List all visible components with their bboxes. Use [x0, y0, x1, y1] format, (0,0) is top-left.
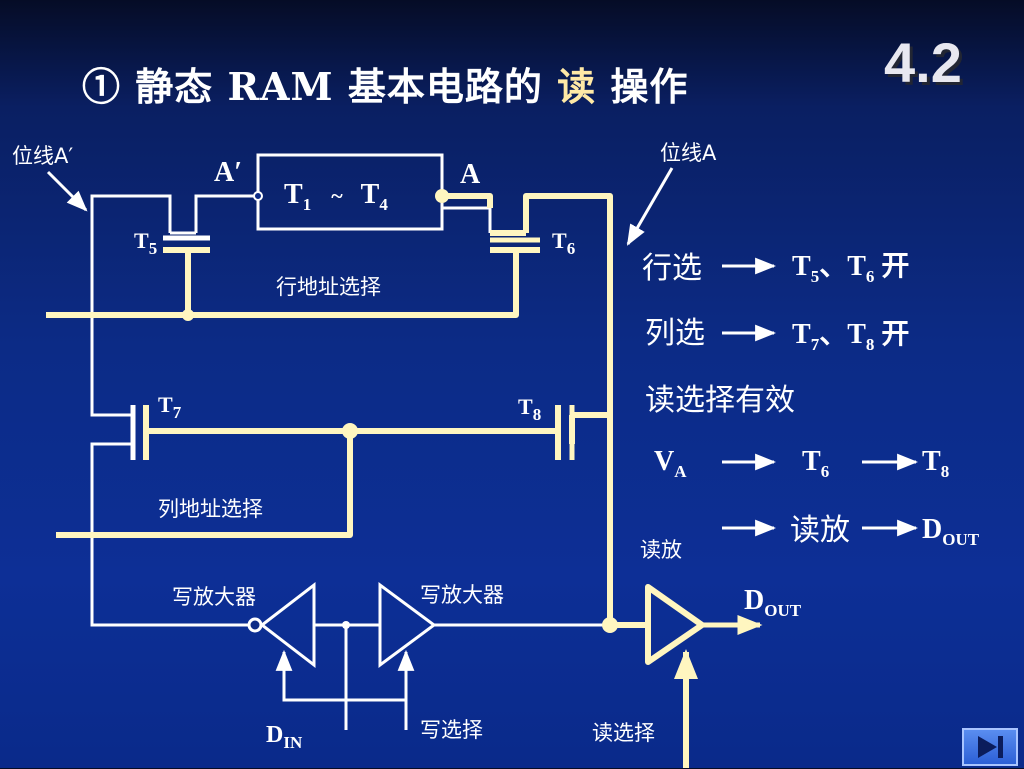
svg-text:读放: 读放: [640, 538, 682, 562]
svg-text:写放大器: 写放大器: [172, 585, 256, 609]
active-bus-down: [607, 415, 648, 628]
step-dout: DOUT: [922, 514, 980, 549]
step-row-select: 行选: [642, 251, 702, 286]
junction-bus: [602, 617, 618, 633]
label-write-amp-right: 写放大器: [420, 583, 504, 607]
label-node-a: A: [460, 159, 481, 190]
label-dout: DOUT: [744, 585, 802, 620]
svg-text:读选择有效: 读选择有效: [645, 383, 795, 418]
page-title: ① 静态 RAM 基本电路的 读 操作: [82, 56, 688, 111]
junction-a: [435, 189, 449, 203]
label-bitline-a: 位线A: [660, 141, 717, 165]
junction-row: [182, 309, 194, 321]
junction-din: [342, 621, 350, 629]
step-flow-t6: T6: [802, 446, 829, 481]
step-t5-t6-on: T5、T6 开: [792, 251, 909, 286]
node-a-prime-dot: [253, 191, 263, 201]
title-highlight: 读: [557, 64, 597, 109]
title-text-after: 操作: [610, 64, 689, 109]
transistor-t6: [490, 230, 540, 253]
transistor-t5: [163, 231, 210, 253]
svg-text:读选择: 读选择: [592, 721, 655, 745]
active-bitline-a: [523, 193, 613, 418]
svg-text:位线A′: 位线A′: [12, 144, 73, 168]
step-read-amp: 读放: [790, 513, 850, 548]
label-cell: T1~T4: [284, 179, 388, 214]
title-circled-number: ①: [82, 64, 122, 109]
step-read-select-valid: 读选择有效: [645, 383, 795, 418]
next-slide-button[interactable]: [962, 728, 1018, 766]
label-t7: T7: [158, 392, 182, 422]
label-node-a-prime: A′: [214, 157, 242, 188]
label-t6: T6: [552, 228, 575, 258]
label-write-amp-left: 写放大器: [172, 585, 256, 609]
label-read-amp: 读放: [640, 538, 682, 562]
bitline-a-prime-wire: [90, 194, 172, 417]
cell-to-t5: [194, 194, 258, 233]
label-t5: T5: [134, 228, 157, 258]
svg-text:列选: 列选: [645, 316, 705, 351]
transistor-t8: [555, 405, 575, 460]
column-address-drop: [56, 431, 353, 538]
write-amplifier-right: [378, 582, 437, 700]
bitline-a-prime-arrow: [46, 170, 88, 212]
svg-text:读放: 读放: [790, 513, 850, 548]
t6-to-row-line: [442, 206, 492, 233]
label-din: DIN: [266, 722, 303, 752]
svg-text:A: A: [460, 159, 481, 190]
read-amplifier: [645, 584, 763, 665]
section-number: 4.2: [884, 31, 962, 94]
svg-text:写选择: 写选择: [420, 718, 483, 742]
next-slide-icon: [978, 736, 1003, 758]
svg-text:写放大器: 写放大器: [420, 583, 504, 607]
label-read-select: 读选择: [592, 721, 655, 745]
write-amplifier-left: [247, 581, 316, 700]
title-text: 静态 RAM 基本电路的: [135, 64, 543, 109]
transistor-t7: [130, 405, 149, 460]
step-t7-t8-on: T7、T8 开: [792, 319, 909, 354]
bitline-a-arrow: [626, 167, 674, 246]
label-bitline-a-prime: 位线A′: [12, 144, 73, 168]
label-t8: T8: [518, 394, 541, 424]
step-col-select: 列选: [645, 316, 705, 351]
junction-col: [342, 423, 358, 439]
svg-text:行选: 行选: [642, 251, 702, 286]
label-column-address-select: 列地址选择: [158, 497, 263, 521]
label-write-select: 写选择: [420, 718, 483, 742]
row-address-line: [46, 250, 519, 318]
step-flow-t8: T8: [922, 446, 949, 481]
svg-text:位线A: 位线A: [660, 141, 717, 165]
label-row-address-select: 行地址选择: [276, 275, 381, 299]
step-va: VA: [654, 446, 687, 481]
svg-text:行地址选择: 行地址选择: [276, 275, 381, 299]
svg-text:列地址选择: 列地址选择: [158, 497, 263, 521]
read-steps: 行选 T5、T6 开 列选 T7、T8 开 读选择有效 VA T6 T8 读放 …: [642, 251, 980, 549]
svg-text:A′: A′: [214, 157, 242, 188]
active-path-a-to-bitline: [442, 193, 493, 208]
